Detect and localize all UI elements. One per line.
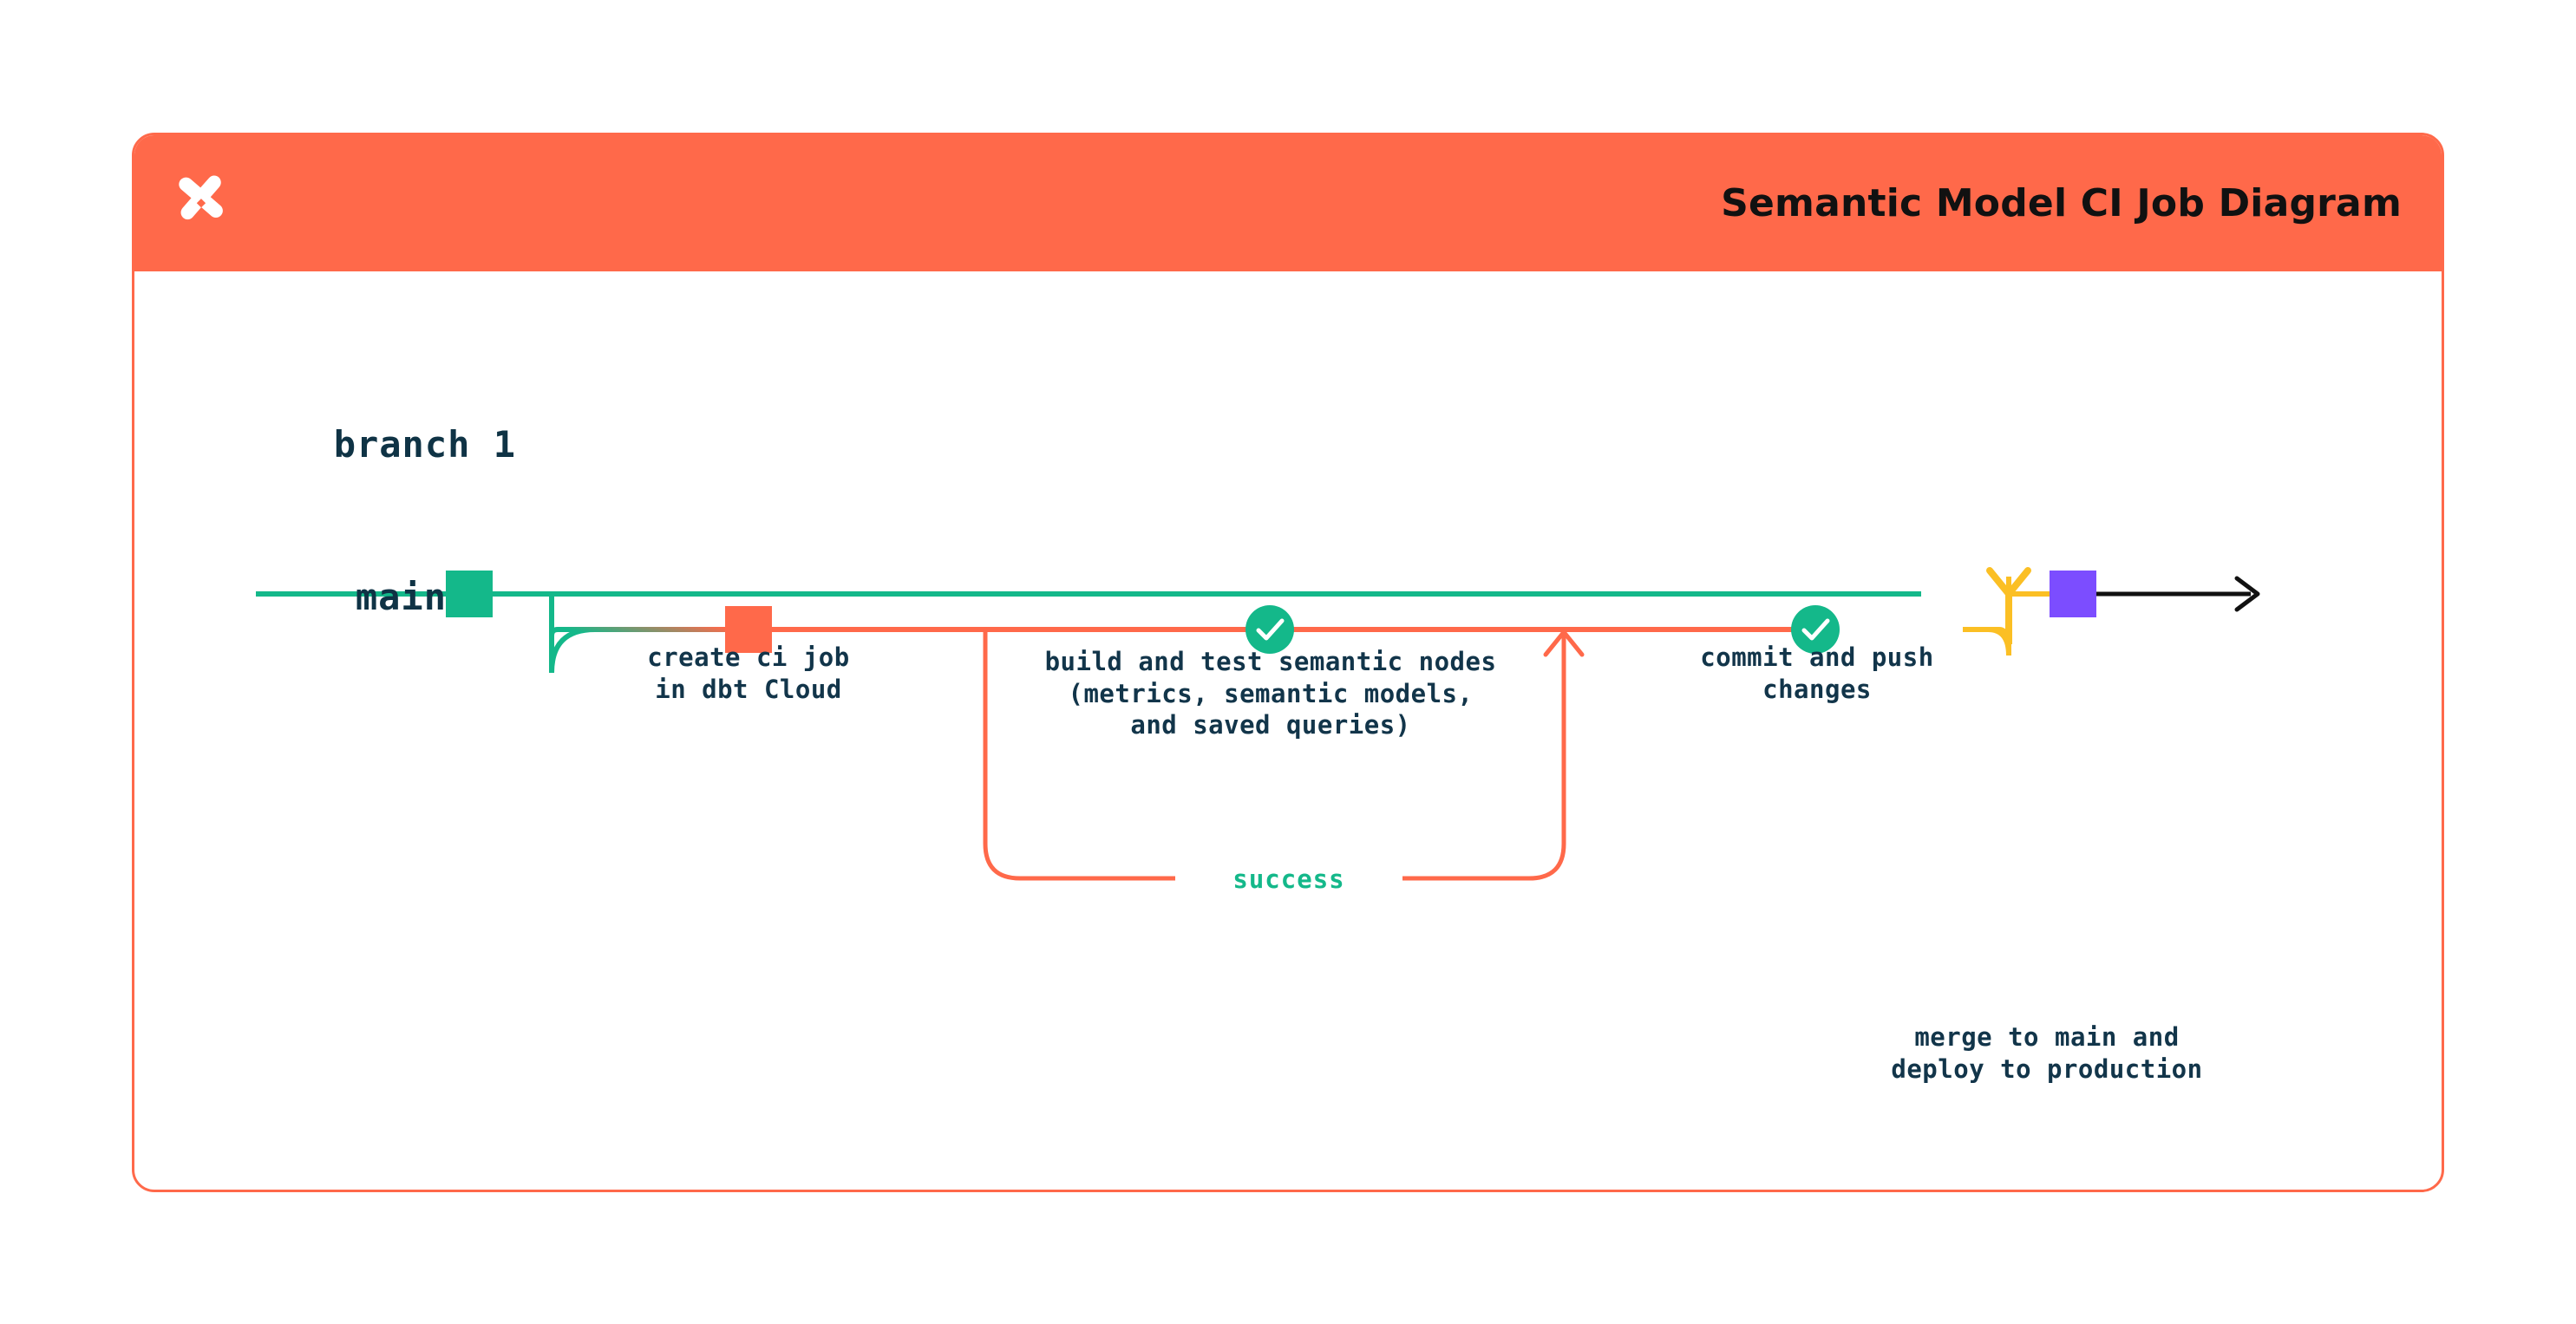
diagram-svg [256, 567, 2260, 881]
check-icon [1256, 618, 1285, 641]
branch-label-branch-1: branch 1 [333, 423, 516, 466]
node-marker-merge-to-main[interactable] [2050, 571, 2096, 617]
page-title: Semantic Model CI Job Diagram [1721, 181, 2402, 225]
diagram-card: Semantic Model CI Job Diagram [132, 133, 2444, 1192]
production-arrowhead [2234, 576, 2260, 612]
check-icon [1801, 618, 1830, 641]
loop-label-success: success [1175, 864, 1402, 896]
node-marker-build-and-test[interactable] [1246, 605, 1294, 654]
node-label-build-and-test: build and test semantic nodes (metrics, … [1044, 647, 1497, 740]
branch-1-elbow [549, 627, 733, 673]
node-label-commit-and-push: commit and push changes [1700, 642, 1934, 704]
merge-arrow-corner [1963, 577, 2011, 656]
node-marker-create-ci-job[interactable] [725, 606, 772, 653]
branch-label-main: main [355, 576, 447, 618]
card-header: Semantic Model CI Job Diagram [134, 135, 2442, 271]
node-label-create-ci-job: create ci job in dbt Cloud [647, 642, 850, 704]
node-label-merge-to-main: merge to main and deploy to production [1891, 1022, 2203, 1084]
dbt-logo-icon [179, 174, 223, 219]
diagram-canvas: branch 1 main create ci job in dbt Cloud… [134, 271, 2442, 1190]
main-start-marker[interactable] [446, 571, 493, 617]
success-loop-arrowhead [1543, 629, 1585, 657]
node-marker-commit-and-push[interactable] [1791, 605, 1840, 654]
